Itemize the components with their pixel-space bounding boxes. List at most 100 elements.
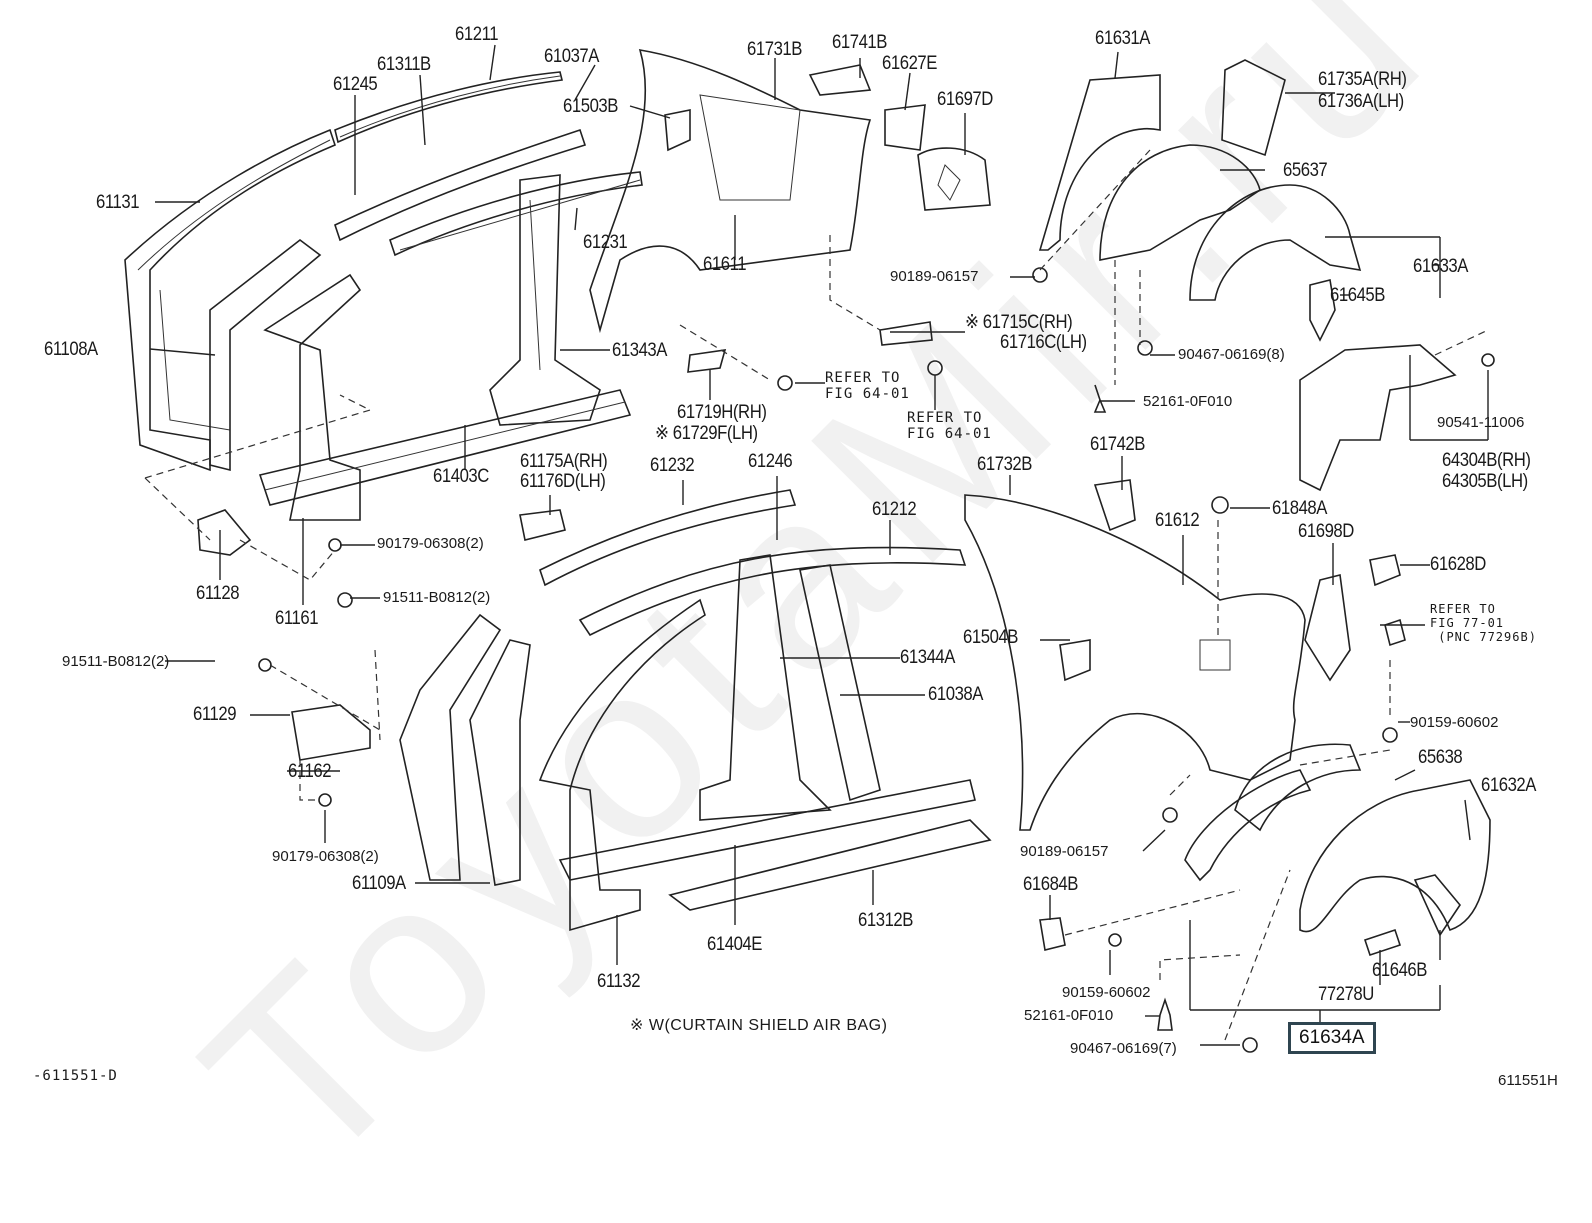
label-52161-0F010-bottom[interactable]: 52161-0F010 (1024, 1007, 1114, 1024)
ref-fig-77-01[interactable]: REFER TO FIG 77-01 (PNC 77296B) (1430, 602, 1537, 644)
label-90541-11006[interactable]: 90541-11006 (1437, 414, 1525, 431)
label-90189-06157-top[interactable]: 90189-06157 (890, 268, 979, 285)
label-61175A[interactable]: 61175A(RH) (520, 451, 608, 472)
part-61132-front-pillar (538, 598, 706, 932)
figure-id-right: 611551H (1498, 1072, 1558, 1089)
label-61037A[interactable]: 61037A (544, 46, 600, 67)
label-90189-06157-bottom[interactable]: 90189-06157 (1020, 843, 1109, 860)
label-61038A[interactable]: 61038A (928, 684, 984, 705)
part-65637 (1099, 144, 1261, 261)
label-61343A[interactable]: 61343A (612, 340, 668, 361)
label-61344A[interactable]: 61344A (900, 647, 956, 668)
label-61246[interactable]: 61246 (748, 451, 793, 472)
label-91511-B0812-2-top[interactable]: 91511-B0812(2) (383, 589, 491, 606)
label-61684B[interactable]: 61684B (1023, 874, 1079, 895)
label-61729F[interactable]: ※ 61729F(LH) (655, 423, 758, 444)
part-61232-rail (539, 489, 797, 587)
label-61646B[interactable]: 61646B (1372, 960, 1428, 981)
part-77278U (1363, 928, 1402, 957)
label-64305B[interactable]: 64305B(LH) (1442, 471, 1528, 492)
label-61129[interactable]: 61129 (193, 704, 237, 725)
label-61612[interactable]: 61612 (1155, 510, 1200, 531)
label-61632A[interactable]: 61632A (1481, 775, 1537, 796)
label-61715C[interactable]: ※ 61715C(RH) (965, 312, 1073, 333)
label-61633A[interactable]: 61633A (1413, 256, 1469, 277)
label-61716C[interactable]: 61716C(LH) (1000, 332, 1087, 353)
part-61612-quarter-panel (964, 494, 1306, 831)
label-61719H[interactable]: 61719H(RH) (677, 402, 767, 423)
label-61503B[interactable]: 61503B (563, 96, 619, 117)
label-90467-06169-7[interactable]: 90467-06169(7) (1070, 1040, 1177, 1057)
label-61848A[interactable]: 61848A (1272, 498, 1328, 519)
part-61504B (1059, 639, 1091, 682)
label-61742B[interactable]: 61742B (1090, 434, 1146, 455)
label-90159-60602-bottom[interactable]: 90159-60602 (1062, 984, 1151, 1001)
label-90159-60602-right[interactable]: 90159-60602 (1410, 714, 1499, 731)
label-61176D[interactable]: 61176D(LH) (520, 471, 606, 492)
label-61404E[interactable]: 61404E (707, 934, 763, 955)
label-61698D[interactable]: 61698D (1298, 521, 1354, 542)
figure-id-left: -611551-D (33, 1068, 118, 1084)
label-64304B[interactable]: 64304B(RH) (1442, 450, 1531, 471)
label-61108A[interactable]: 61108A (44, 339, 98, 360)
label-61212[interactable]: 61212 (872, 499, 917, 520)
label-65638[interactable]: 65638 (1418, 747, 1463, 768)
part-61646B (1413, 874, 1461, 937)
label-61697D[interactable]: 61697D (937, 89, 993, 110)
part-65638 (1234, 743, 1362, 832)
label-61735A[interactable]: 61735A(RH) (1318, 69, 1407, 90)
leader-lines (149, 44, 1489, 1046)
label-61628D[interactable]: 61628D (1430, 554, 1486, 575)
label-61161[interactable]: 61161 (275, 608, 319, 629)
label-52161-0F010-top[interactable]: 52161-0F010 (1143, 393, 1233, 410)
label-61741B[interactable]: 61741B (832, 32, 888, 53)
label-61631A[interactable]: 61631A (1095, 28, 1151, 49)
label-61736A[interactable]: 61736A(LH) (1318, 91, 1404, 112)
label-90467-06169-8[interactable]: 90467-06169(8) (1178, 346, 1285, 363)
part-61403C-rocker (258, 389, 632, 506)
label-61245[interactable]: 61245 (333, 74, 378, 95)
highlighted-part-61634A[interactable]: 61634A (1288, 1022, 1376, 1054)
label-61128[interactable]: 61128 (196, 583, 240, 604)
label-61504B[interactable]: 61504B (963, 627, 1019, 648)
label-61131[interactable]: 61131 (96, 192, 140, 213)
ref-fig-64-01-a[interactable]: REFER TO FIG 64-01 (825, 370, 910, 402)
label-61627E[interactable]: 61627E (882, 53, 938, 74)
part-61632A (1299, 779, 1491, 933)
part-61245-rail (334, 128, 587, 242)
label-61231[interactable]: 61231 (583, 232, 628, 253)
label-61109A[interactable]: 61109A (352, 873, 406, 894)
part-61343A-center-pillar (489, 174, 601, 426)
ref-fig-64-01-b[interactable]: REFER TO FIG 64-01 (907, 410, 992, 442)
parts-diagram: ToyotaMir.ru (33, 0, 1558, 1220)
label-61232[interactable]: 61232 (650, 455, 695, 476)
part-61634A-rear-wheelhouse (1184, 769, 1312, 882)
part-61038A-pillar (799, 564, 881, 802)
label-91511-B0812-2-left[interactable]: 91511-B0812(2) (62, 653, 170, 670)
part-61741B (808, 64, 872, 96)
part-61312B-rocker (558, 779, 992, 911)
label-77278U[interactable]: 77278U (1318, 984, 1374, 1005)
label-65637[interactable]: 65637 (1283, 160, 1328, 181)
label-61311B[interactable]: 61311B (377, 54, 431, 75)
label-61132[interactable]: 61132 (597, 971, 641, 992)
label-61162[interactable]: 61162 (288, 761, 332, 782)
label-61645B[interactable]: 61645B (1330, 285, 1386, 306)
label-61312B[interactable]: 61312B (858, 910, 914, 931)
part-61633A (1189, 184, 1362, 301)
part-61128 (197, 509, 252, 556)
label-90179-06308-2-top[interactable]: 90179-06308(2) (377, 535, 484, 552)
part-61212-rail (578, 546, 967, 637)
label-61732B[interactable]: 61732B (977, 454, 1033, 475)
label-61403C[interactable]: 61403C (433, 466, 489, 487)
part-61645B (1309, 279, 1336, 342)
dashed-assembly-lines (144, 149, 1489, 1041)
label-61731B[interactable]: 61731B (747, 39, 803, 60)
label-61611[interactable]: 61611 (703, 254, 747, 275)
label-90179-06308-2-left[interactable]: 90179-06308(2) (272, 848, 379, 865)
part-61735A (1221, 59, 1286, 157)
part-503B (664, 109, 691, 152)
label-61211[interactable]: 61211 (455, 24, 499, 45)
part-61631A (1038, 74, 1161, 251)
part-61627E (884, 104, 926, 151)
